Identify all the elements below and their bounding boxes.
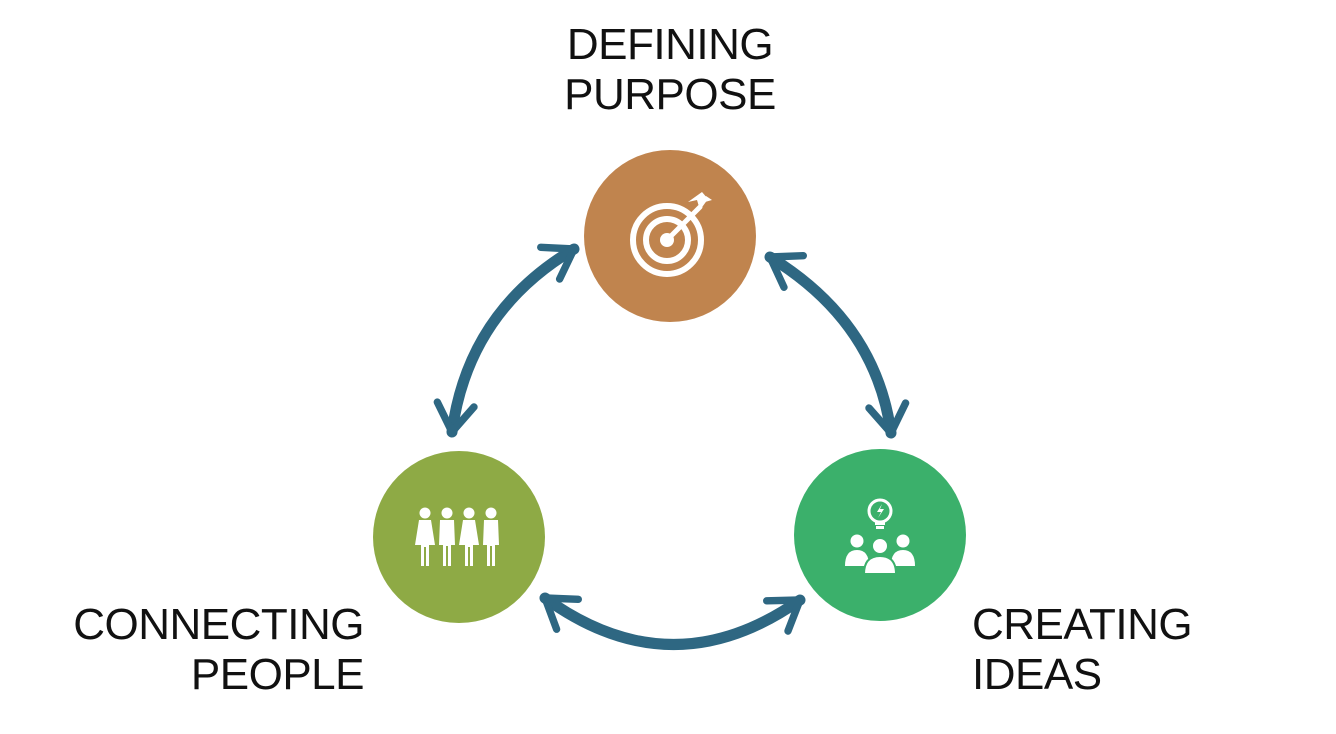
node-circle-left — [373, 451, 545, 623]
label-right-line2: IDEAS — [972, 650, 1102, 699]
arrow-purpose-people — [433, 243, 580, 438]
node-creating-ideas — [794, 449, 966, 621]
target-arrow-icon — [630, 192, 712, 277]
label-connecting-people: CONNECTING PEOPLE — [20, 600, 364, 700]
node-connecting-people — [373, 451, 545, 623]
lightbulb-team-icon — [845, 498, 915, 575]
label-left-line2: PEOPLE — [190, 650, 365, 699]
people-group-icon — [415, 507, 499, 566]
arrow-people-ideas — [539, 592, 806, 650]
node-defining-purpose — [584, 150, 756, 322]
label-right-line1: CREATING — [972, 600, 1193, 649]
label-top-line1: DEFINING — [566, 20, 774, 69]
arrow-purpose-ideas — [764, 251, 910, 439]
node-circle-right — [794, 449, 966, 621]
label-top-line2: PURPOSE — [564, 70, 776, 119]
label-defining-purpose: DEFINING PURPOSE — [470, 20, 870, 120]
label-left-line1: CONNECTING — [73, 600, 364, 649]
label-creating-ideas: CREATING IDEAS — [972, 600, 1312, 700]
